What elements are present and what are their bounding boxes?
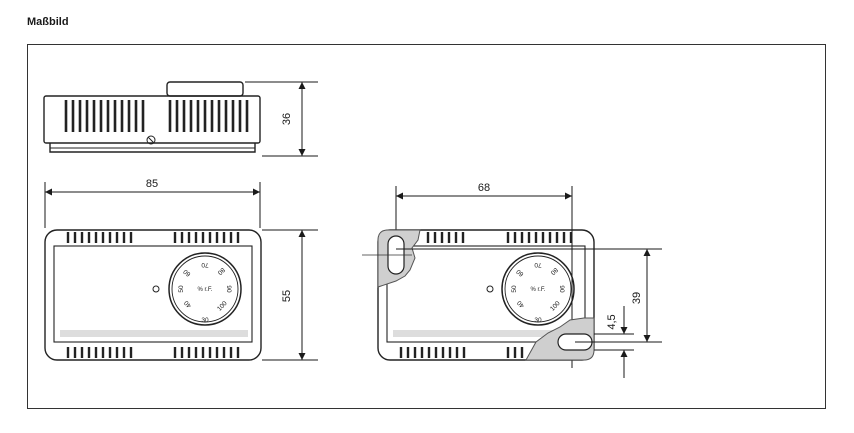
dim-width-front: [44, 182, 261, 228]
front-vent-slots-bottom: [66, 347, 240, 358]
side-view: [43, 81, 261, 153]
front-vent-slots-top: [66, 232, 240, 243]
dial-tick-30-right: 30: [534, 317, 542, 324]
dial-tick-70-right: 70: [534, 261, 542, 268]
drawing-frame: [27, 44, 826, 409]
side-vent-slots: [64, 100, 249, 132]
dial-labels-right: % r.F. 30 40 50 60 70 80 90 100: [511, 261, 565, 324]
dim-label-39: 39: [631, 292, 643, 304]
dial-tick-80: 80: [216, 266, 226, 276]
mounting-view: [377, 229, 595, 361]
dial-tick-90: 90: [225, 285, 232, 293]
dim-label-68: 68: [478, 182, 490, 194]
dim-label-85: 85: [146, 178, 158, 190]
dim-label-4-5: 4,5: [606, 314, 618, 329]
front-label-strip: [60, 330, 248, 337]
dial-tick-70: 70: [201, 261, 209, 268]
drawing-title: Maßbild: [27, 16, 69, 28]
dim-height-side: [245, 81, 318, 157]
humidity-dial: [168, 252, 242, 326]
dim-hole-diameter: [594, 306, 634, 378]
dial-labels-left: % r.F. 30 40 50 60 70 80 90 100: [178, 261, 232, 324]
dial-tick-50-right: 50: [511, 285, 518, 293]
dial-tick-80-right: 80: [549, 266, 559, 276]
dial-tick-60: 60: [182, 267, 192, 277]
dial-tick-40: 40: [183, 299, 193, 309]
dial-unit-label-right: % r.F.: [530, 287, 545, 293]
dim-label-55: 55: [281, 290, 293, 302]
dial-tick-100: 100: [216, 300, 229, 313]
front-view: [44, 229, 262, 361]
dim-hole-vertical: [396, 248, 662, 343]
dial-unit-label: % r.F.: [197, 287, 212, 293]
dial-tick-30: 30: [201, 317, 209, 324]
dim-height-front: [262, 229, 318, 361]
dim-label-36: 36: [281, 113, 293, 125]
dial-tick-50: 50: [178, 285, 185, 293]
dial-tick-60-right: 60: [515, 267, 525, 277]
led-indicator-icon: [152, 285, 160, 293]
dial-tick-40-right: 40: [516, 299, 526, 309]
dial-tick-100-right: 100: [549, 300, 562, 313]
screw-icon: [146, 135, 156, 145]
dial-tick-90-right: 90: [558, 285, 565, 293]
cutaway-top-left: [362, 229, 421, 288]
